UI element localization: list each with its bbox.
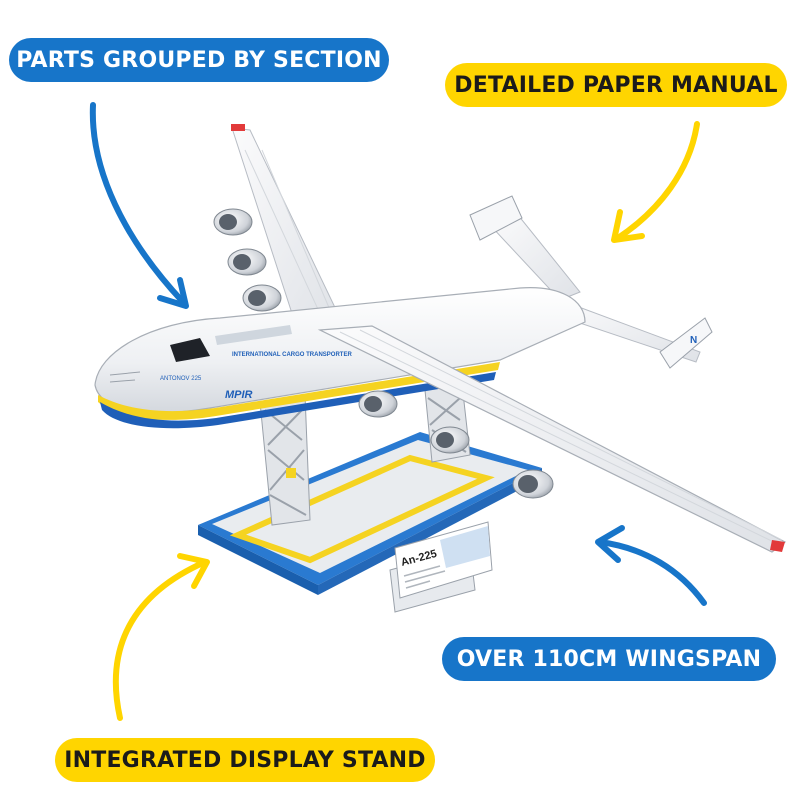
svg-text:N: N	[690, 335, 697, 346]
curved-arrow-yellow	[611, 121, 700, 243]
callout-paper-manual: DETAILED PAPER MANUAL	[445, 63, 787, 107]
far-wing	[231, 124, 341, 333]
fuselage-text: INTERNATIONAL CARGO TRANSPORTER	[232, 352, 352, 358]
side-label: ANTONOV 225	[160, 376, 202, 382]
callout-display-stand: INTEGRATED DISPLAY STAND	[55, 738, 435, 782]
tail-assembly: N	[469, 195, 713, 369]
tail-name: MPIR	[225, 389, 253, 401]
near-wing	[317, 325, 787, 553]
near-engines	[358, 390, 554, 499]
callout-wingspan: OVER 110CM WINGSPAN	[442, 637, 776, 681]
display-base	[198, 432, 542, 595]
curved-arrow-blue	[89, 102, 189, 309]
far-engines	[213, 208, 282, 312]
info-card: An-225	[389, 521, 493, 613]
curved-arrow-yellow	[112, 553, 210, 721]
curved-arrow-blue	[595, 525, 707, 606]
callout-parts-grouped: PARTS GROUPED BY SECTION	[9, 38, 389, 82]
fuselage: INTERNATIONAL CARGO TRANSPORTER MPIR ANT…	[94, 287, 586, 429]
